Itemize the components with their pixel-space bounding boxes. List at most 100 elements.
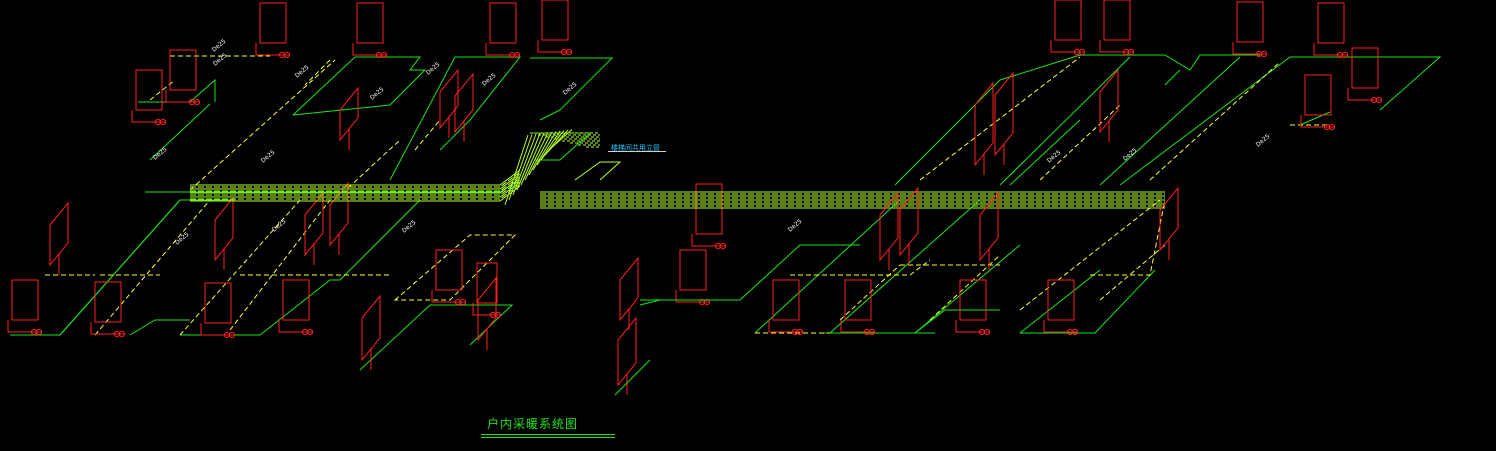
radiator-connection [1300,115,1335,128]
valve-icon [228,331,236,339]
stair-riser [524,132,549,181]
valve-icon [796,328,804,336]
radiator [489,2,517,44]
radiator [1317,2,1345,44]
pipe-size-label: De25 [425,61,442,77]
radiator [844,279,872,321]
radiator [454,72,474,134]
supply-pipe [1164,69,1331,126]
valve-icon [1071,328,1079,336]
valve-icon [118,330,126,338]
radiator-connection [255,43,290,56]
stair-riser [544,129,569,156]
radiator [282,279,310,321]
supply-pipe [59,199,260,336]
supply-pipe [754,199,1101,334]
stair-pipe [190,183,521,200]
stair-pipe [190,179,521,196]
return-pipe [1019,199,1166,311]
radiator-connection [537,40,572,53]
radiator [619,256,639,322]
valve-icon [1328,123,1336,131]
pipe-size-label: De25 [271,218,288,234]
radiator [1351,47,1379,89]
valve-icon [565,48,573,56]
stair-pipe [190,169,521,186]
pipe-size-label: De25 [369,86,386,102]
radiator [135,69,163,111]
radiator-connection [90,322,125,335]
radiator [772,279,800,321]
radiator [339,86,359,142]
stair-riser [504,134,529,206]
radiator-connection [1050,40,1085,53]
valve-icon [306,328,314,336]
supply-pipe [389,56,522,181]
radiator-connection [955,320,990,333]
supply-pipe [999,56,1442,186]
supply-pipe [292,56,427,116]
stair-pipe [574,161,622,181]
radiator [361,294,381,362]
radiator [356,2,384,44]
pipe-size-label: De25 [294,64,311,80]
caption-underline [481,434,615,435]
radiator [214,196,234,262]
pipe-size-label: De25 [787,218,804,234]
pipe-size-label: De25 [211,38,228,54]
radiator-connection [485,43,520,56]
supply-pipe [820,269,1156,334]
radiator-connection [200,323,235,336]
radiator [11,279,39,321]
supply-pipe [259,199,421,336]
radiator [679,249,707,291]
radiator [204,282,232,324]
radiator [695,183,723,235]
radiator [304,191,324,257]
radiator [169,49,197,91]
supply-pipe [640,244,860,301]
stair-riser [516,133,541,191]
return-pipe [189,59,336,191]
radiator-connection [1043,320,1078,333]
radiator [329,181,349,247]
stair-pipe [190,185,521,202]
radiator [439,68,459,130]
radiator [974,81,994,167]
return-pipe [393,234,517,301]
radiator-connection [768,320,803,333]
pipe-size-label: De25 [481,72,498,88]
radiator-connection [840,320,875,333]
stair-riser [508,134,533,201]
pipe-size-label: De25 [174,231,191,247]
radiator [617,316,637,387]
pipe-size-label: De25 [1046,149,1063,165]
radiator-connection [352,43,387,56]
radiator [1103,0,1131,41]
pipe-size-label: De25 [1255,133,1272,149]
pipe-size-label: De25 [212,52,229,68]
radiator-connection [7,320,42,333]
supply-pipe [894,54,1260,186]
supply-pipe [145,103,521,193]
return-pipe [839,244,1166,321]
radiator-connection [131,110,166,123]
return-pipe [755,259,1000,334]
radiator [259,2,287,44]
radiator [476,262,498,304]
stair-pipe [190,175,521,192]
valve-icon [868,328,876,336]
stair-riser [528,131,553,176]
radiator-connection [1099,40,1134,53]
valve-icon [159,118,167,126]
radiator [899,186,919,257]
radiator [1054,0,1082,41]
radiator-connection [675,290,710,303]
stair-riser [548,129,573,151]
radiator [1099,68,1119,134]
valve-icon [459,298,467,306]
return-pipe [94,199,331,336]
return-pipe [919,56,1330,181]
